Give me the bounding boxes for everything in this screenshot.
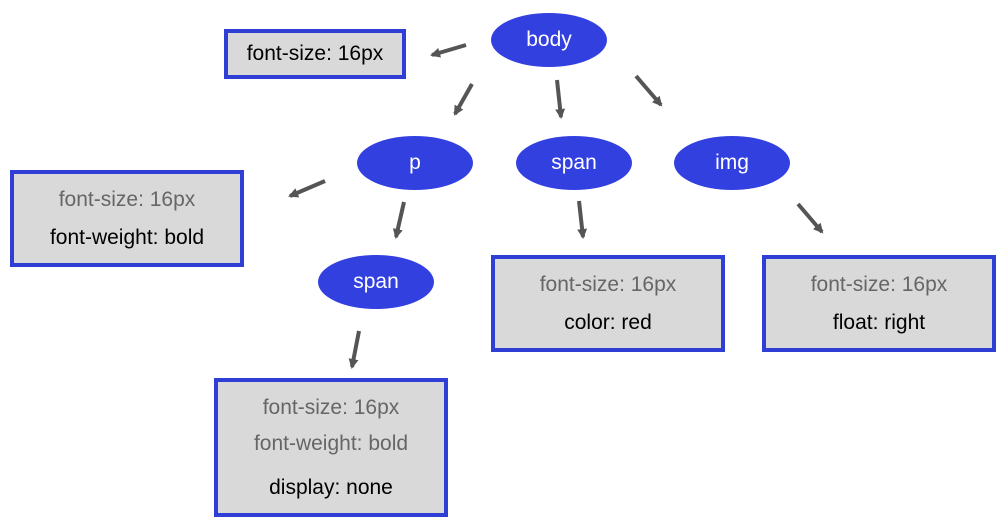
node-body: body [491, 13, 607, 67]
inherited-style-text: font-size: 16px [539, 272, 677, 296]
inherited-style-text: font-weight: bold [253, 431, 409, 455]
own-style-text: color: red [564, 310, 652, 334]
node-span-child: span [318, 255, 434, 309]
node-img: img [674, 136, 790, 190]
style-box-span: font-size: 16px color: red [491, 255, 725, 352]
inherited-style-text: font-size: 16px [58, 187, 196, 211]
arrow-span-to-box [577, 200, 588, 239]
arrow-body-to-img [634, 74, 663, 107]
node-p: p [357, 136, 473, 190]
node-span: span [516, 136, 632, 190]
arrow-img-to-box [796, 202, 824, 234]
arrow-p-to-span-child [392, 201, 406, 239]
own-style-text: display: none [269, 475, 393, 499]
own-style-text: font-size: 16px [246, 42, 384, 65]
arrow-span-child-to-box [348, 330, 361, 369]
arrow-body-to-p [453, 83, 474, 116]
arrow-body-to-box [430, 43, 467, 58]
style-box-p: font-size: 16px font-weight: bold [10, 170, 244, 267]
own-style-text: font-weight: bold [49, 225, 205, 249]
style-box-span-child: font-size: 16px font-weight: bold displa… [214, 378, 448, 517]
arrow-body-to-span [555, 79, 566, 119]
inherited-style-text: font-size: 16px [810, 272, 948, 296]
own-style-text: float: right [832, 310, 926, 334]
arrow-p-to-box [288, 179, 326, 198]
inherited-style-text: font-size: 16px [262, 395, 400, 419]
style-box-body: font-size: 16px [224, 29, 406, 79]
style-box-img: font-size: 16px float: right [762, 255, 996, 352]
